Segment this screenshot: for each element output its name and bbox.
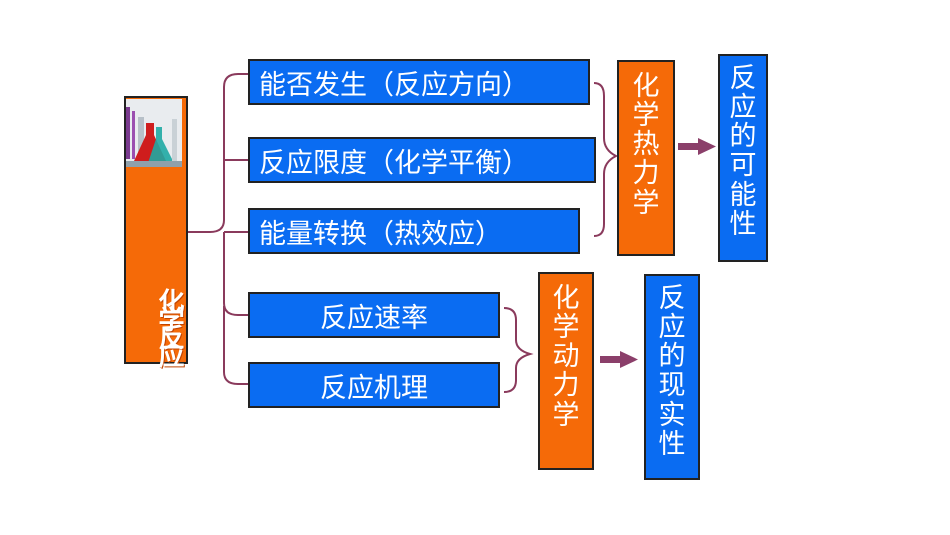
- chemistry-flask-icon: [126, 99, 182, 167]
- branch-reaction-limit: 反应限度（化学平衡）: [248, 137, 596, 183]
- arrow-thermo: [678, 138, 716, 155]
- arrow-kinetics: [600, 351, 638, 368]
- thermo-brace: [593, 82, 619, 237]
- branch-energy-conversion: 能量转换（热效应）: [248, 208, 580, 254]
- branch-reaction-direction: 能否发生（反应方向）: [248, 59, 590, 105]
- thermodynamics-box: 化学热力学: [617, 60, 675, 256]
- possibility-label: 反应的可能性: [729, 63, 757, 240]
- branch-reaction-mechanism: 反应机理: [248, 362, 500, 408]
- branch-label: 反应限度（化学平衡）: [259, 147, 529, 179]
- kinetics-brace: [503, 307, 534, 393]
- branch-label: 能量转换（热效应）: [259, 218, 502, 250]
- branch-label: 能否发生（反应方向）: [259, 69, 529, 101]
- branch-label: 反应机理: [320, 372, 428, 404]
- branch-label: 反应速率: [320, 302, 428, 334]
- kinetics-label: 化学动力学: [552, 283, 580, 431]
- root-brace: [186, 73, 250, 385]
- branch-reaction-rate: 反应速率: [248, 292, 500, 338]
- reality-label: 反应的现实性: [658, 283, 686, 460]
- reality-box: 反应的现实性: [644, 274, 700, 480]
- kinetics-box: 化学动力学: [538, 272, 594, 470]
- thermodynamics-label: 化学热力学: [632, 71, 660, 219]
- root-label: 化学反应: [154, 288, 184, 360]
- possibility-box: 反应的可能性: [718, 54, 768, 262]
